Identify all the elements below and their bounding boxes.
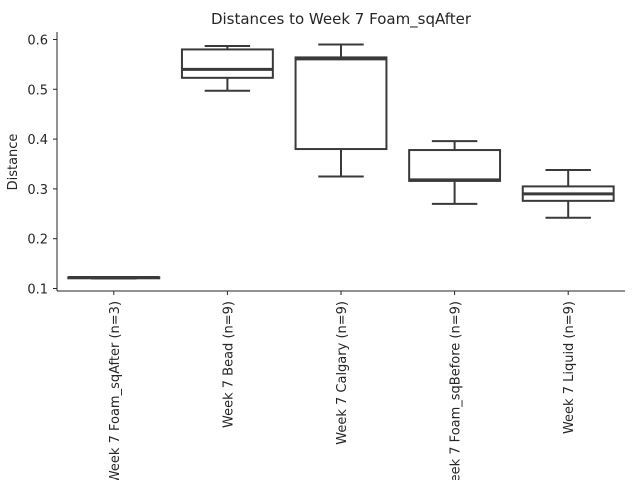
y-tick-label: 0.6 (27, 33, 48, 48)
chart-title: Distances to Week 7 Foam_sqAfter (211, 10, 472, 29)
box-iqr (294, 56, 388, 151)
box-iqr (180, 48, 274, 79)
y-tick-label: 0.5 (27, 83, 48, 98)
y-axis-label: Distance (6, 134, 21, 191)
x-tick-label: Week 7 Bead (n=9) (221, 301, 236, 428)
x-tick-label: Week 7 Foam_sqAfter (n=3) (108, 301, 123, 480)
y-tick-label: 0.1 (27, 283, 48, 298)
y-tick-label: 0.3 (27, 183, 48, 198)
y-tick-label: 0.2 (27, 233, 48, 248)
y-tick-label: 0.4 (27, 133, 48, 148)
x-tick-label: Week 7 Foam_sqBefore (n=9) (449, 301, 464, 480)
x-tick-label: Week 7 Liquid (n=9) (562, 301, 577, 434)
x-tick-label: Week 7 Calgary (n=9) (335, 301, 350, 445)
box-iqr (408, 149, 502, 182)
